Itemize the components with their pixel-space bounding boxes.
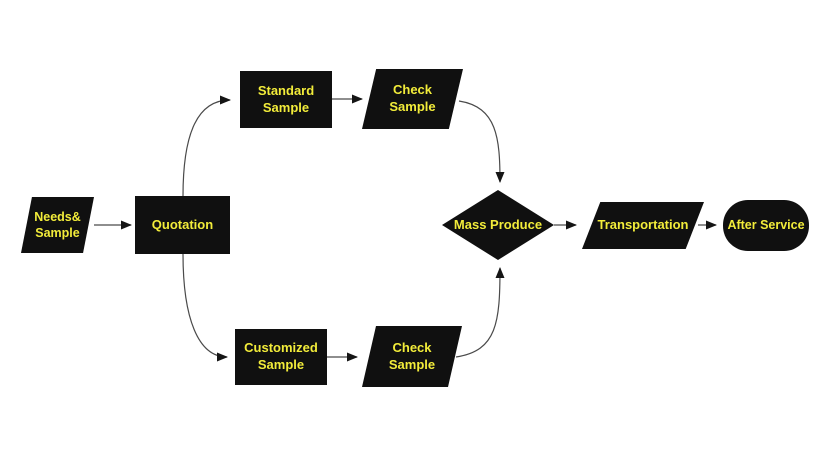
node-after-service[interactable]: After Service xyxy=(723,200,809,251)
node-label: Quotation xyxy=(151,216,214,232)
node-label: Needs& Sample xyxy=(34,209,81,240)
node-label: Transportation xyxy=(597,217,689,233)
node-label: Mass Produce xyxy=(453,216,543,232)
node-needs-sample[interactable]: Needs& Sample xyxy=(21,197,94,253)
node-check-sample-top[interactable]: Check Sample xyxy=(362,69,463,129)
edge-checkbottom-to-massproduce xyxy=(455,267,505,358)
node-transportation[interactable]: Transportation xyxy=(582,202,704,249)
node-label: After Service xyxy=(727,218,805,233)
node-label: Standard Sample xyxy=(257,82,315,115)
edge-quotation-to-customized xyxy=(182,253,228,362)
node-standard-sample[interactable]: Standard Sample xyxy=(240,71,332,128)
node-check-sample-bottom[interactable]: Check Sample xyxy=(362,326,462,387)
node-quotation[interactable]: Quotation xyxy=(135,196,230,254)
node-label: Check Sample xyxy=(388,339,436,372)
edge-quotation-to-standard xyxy=(182,95,231,197)
edge-checktop-to-massproduce xyxy=(458,100,505,183)
node-label: Customized Sample xyxy=(244,340,318,372)
node-customized-sample[interactable]: Customized Sample xyxy=(235,329,327,385)
node-label: Check Sample xyxy=(389,82,436,114)
